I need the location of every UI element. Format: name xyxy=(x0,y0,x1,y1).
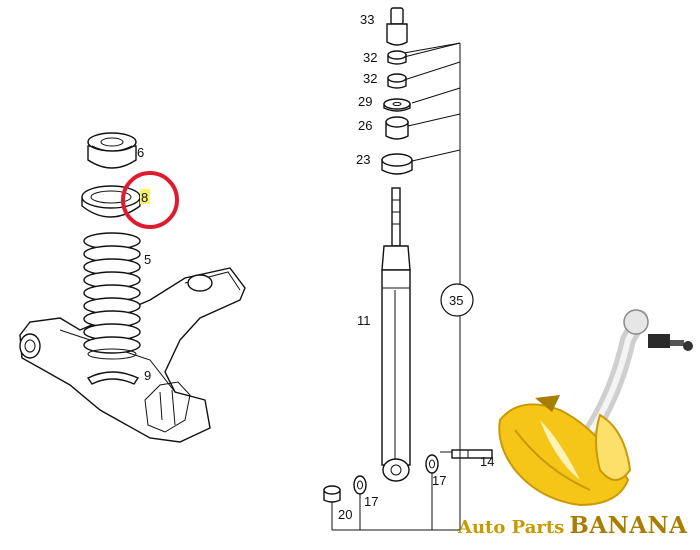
watermark-logo xyxy=(498,309,693,507)
callout-6: 6 xyxy=(137,145,144,160)
watermark-text: Auto Parts BANANA xyxy=(458,512,698,542)
kit-callout-circle xyxy=(440,283,474,317)
callout-8: 8 xyxy=(141,190,148,205)
lower-mount-bushing-right xyxy=(425,454,439,474)
callout-8-red-ring xyxy=(121,171,179,229)
upper-bushing xyxy=(385,116,409,140)
callout-11: 11 xyxy=(357,313,371,328)
spring-upper-mount xyxy=(87,132,137,169)
callout-9: 9 xyxy=(144,368,151,383)
mounting-bolt xyxy=(451,449,493,459)
coil-spring xyxy=(83,232,141,360)
callout-35: 35 xyxy=(449,293,463,308)
callout-20: 20 xyxy=(338,507,352,522)
bump-stop-cap xyxy=(386,7,408,46)
callout-5: 5 xyxy=(144,252,151,267)
callout-32-upper: 32 xyxy=(363,50,377,65)
callout-29: 29 xyxy=(358,94,372,109)
callout-32-lower: 32 xyxy=(363,71,377,86)
callout-23: 23 xyxy=(356,152,370,167)
callout-17-right: 17 xyxy=(432,473,446,488)
nut-upper xyxy=(387,50,407,65)
callout-33: 33 xyxy=(360,12,374,27)
lower-spring-seat xyxy=(86,371,140,385)
washer xyxy=(383,98,411,112)
callout-8-highlight xyxy=(140,189,150,204)
lower-bushing xyxy=(381,153,413,175)
nut-lower xyxy=(387,73,407,89)
callout-14: 14 xyxy=(480,454,494,469)
callout-26: 26 xyxy=(358,118,372,133)
watermark-prefix: Auto Parts xyxy=(458,517,565,538)
lower-mount-bushing-left xyxy=(353,475,367,495)
banana-icon xyxy=(498,395,632,507)
shock-absorber xyxy=(381,187,411,482)
watermark-name: BANANA xyxy=(569,512,688,539)
lower-mount-nut xyxy=(323,485,341,503)
callout-17-left: 17 xyxy=(364,494,378,509)
spring-pad xyxy=(81,185,141,218)
